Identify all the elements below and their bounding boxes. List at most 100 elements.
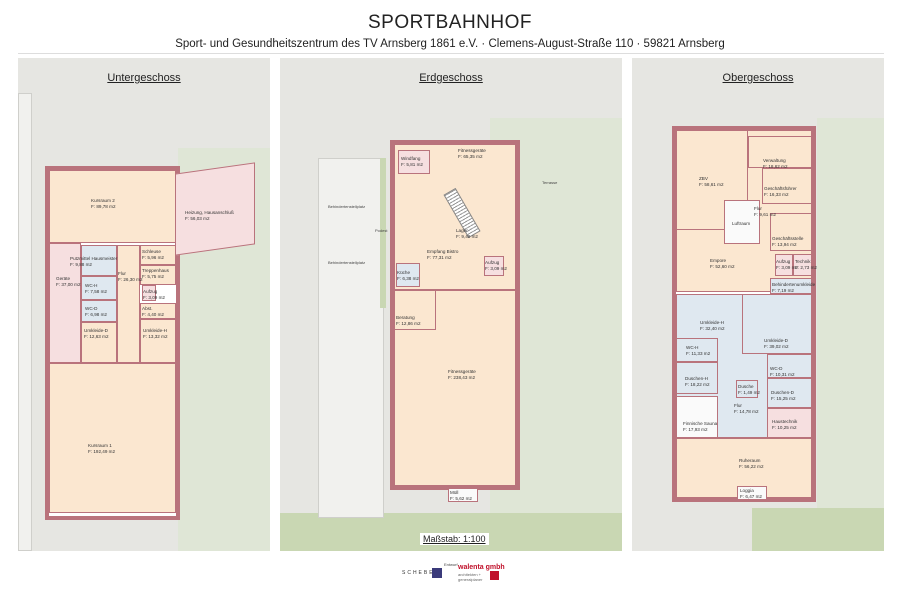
room-label: Empfang Bistro <box>427 249 459 254</box>
room-umkleide-d <box>742 294 812 354</box>
room-umkleide-h <box>140 319 176 363</box>
room-label: Aufzug <box>143 289 158 294</box>
room-area: F: 10,31 m2 <box>770 371 795 377</box>
room-area: F: 1,49 m2 <box>738 389 760 395</box>
room-label: Geschäftsstelle <box>772 236 804 241</box>
room-label: ZBV <box>699 176 708 181</box>
room-beratung <box>394 290 436 330</box>
room-label: Heizung, Hausanschluß <box>185 210 234 215</box>
footer: Entwurf SCHEBE walenta gmbh architekten … <box>0 562 900 600</box>
room-label: Umkleide-H <box>700 320 724 325</box>
room-haustechnik <box>767 408 812 438</box>
room-area: F: 192,49 m2 <box>88 448 116 454</box>
room-area: F: 9,61 m2 <box>754 211 776 217</box>
room-area: F: 37,00 m2 <box>56 281 81 287</box>
room-area: F: 10,25 m2 <box>772 424 797 430</box>
hedge <box>380 158 386 308</box>
room-area: F: 7,19 m2 <box>772 287 794 293</box>
room-label: WC-D <box>85 306 98 311</box>
room-area: F: 16,33 m2 <box>764 191 789 197</box>
room-label: Technik <box>795 259 811 264</box>
parking-label: Behindertenstellplatz <box>328 260 366 265</box>
lawn <box>280 513 622 551</box>
room-area: F: 5,62 m2 <box>450 495 472 501</box>
room-luftraum <box>724 200 760 244</box>
room-area: F: 5,75 m2 <box>142 273 164 279</box>
room-loggia <box>737 486 767 500</box>
room-fitness2 <box>394 290 516 486</box>
room-label: Ruheraum <box>739 458 761 463</box>
room-area: F: 12,63 m2 <box>84 333 109 339</box>
room-area: F: 77,31 m2 <box>427 254 452 260</box>
logo-schebe: SCHEBE <box>402 570 435 576</box>
room-label: Flur <box>754 206 762 211</box>
room-area: F: 238,43 m2 <box>448 374 476 380</box>
room-area: F: 3,09 m2 <box>143 294 165 300</box>
floor-title: Obergeschoss <box>722 72 794 84</box>
room-geschaeftsfuehrer <box>762 168 812 204</box>
room-heizung <box>175 162 255 256</box>
room-area: F: 58,61 m2 <box>699 181 724 187</box>
room-treppenhaus <box>140 265 176 285</box>
room-label: Finnische Sauna <box>683 421 718 426</box>
room-label: WC-H <box>85 283 98 288</box>
room-label: WC-D <box>770 366 783 371</box>
room-area: F: 11,33 m2 <box>686 350 711 356</box>
room-dusche <box>736 380 758 398</box>
room-area: F: 26,30 m2 <box>118 276 143 282</box>
room-sauna <box>676 396 718 438</box>
room-area: F: 4,40 m2 <box>142 311 164 317</box>
floor-title: Erdgeschoss <box>419 72 483 84</box>
room-label: Fitnessgeräte <box>458 148 486 153</box>
room-area: F: 65,35 m2 <box>458 153 483 159</box>
room-label: Aufzug <box>485 260 500 265</box>
room-area: F: 17,93 m2 <box>683 426 708 432</box>
room-label: Haustechnik <box>772 419 798 424</box>
room-wcd <box>767 354 812 378</box>
parking-label: Behindertenstellplatz <box>328 204 366 209</box>
parking <box>318 158 384 518</box>
room-technik <box>793 254 812 276</box>
room-area: F: 9,88 m2 <box>70 261 92 267</box>
podest-label: Podest <box>375 228 388 233</box>
room-area: F: 13,32 m2 <box>143 333 168 339</box>
room-wch <box>676 338 718 362</box>
room-aufzug <box>142 285 156 301</box>
logo-schebe-mark <box>432 568 442 578</box>
room-label: Fitnessgeräte <box>448 369 476 374</box>
room-area: F: 2,73 m2 <box>795 264 817 270</box>
room-label: Beratung <box>396 315 415 320</box>
room-area: F: 7,58 m2 <box>85 288 107 294</box>
room-aufzug <box>775 254 793 276</box>
room-label: Treppenhaus <box>142 268 169 273</box>
room-area: F: 5,81 m2 <box>401 161 423 167</box>
room-area: F: 56,03 m2 <box>185 215 210 221</box>
floor-title: Untergeschoss <box>107 72 181 84</box>
room-label: Duschen-D <box>771 390 794 395</box>
room-label: Dusche <box>738 384 754 389</box>
room-area: F: 18,62 m2 <box>763 163 788 169</box>
room-label: Schleuse <box>142 249 161 254</box>
scale-label: Maßstab: 1:100 <box>420 533 489 545</box>
path <box>18 93 32 551</box>
room-area: F: 18,22 m2 <box>685 381 710 387</box>
room-verwaltung <box>748 136 812 168</box>
room-umkleide-d <box>81 322 117 363</box>
room-area: F: 89,78 m2 <box>91 203 116 209</box>
room-label: Umkleide-D <box>84 328 108 333</box>
room-area: F: 32,40 m2 <box>700 325 725 331</box>
room-label: Flur <box>734 403 742 408</box>
room-area: F: 39,02 m2 <box>764 343 789 349</box>
room-label: Behindertenumkleide <box>772 282 816 287</box>
room-label: Umkleide-H <box>143 328 167 333</box>
room-kursraum2 <box>49 170 176 243</box>
room-label: Windfang <box>401 156 421 161</box>
logo-walenta: walenta gmbh <box>458 564 505 571</box>
room-label: Empore <box>710 258 727 263</box>
room-label: Kursraum 2 <box>91 198 115 203</box>
room-geraete <box>49 243 81 363</box>
logo-walenta-mark <box>490 571 499 580</box>
room-area: F: 15,25 m2 <box>771 395 796 401</box>
room-geschaeftsstelle <box>770 213 812 251</box>
